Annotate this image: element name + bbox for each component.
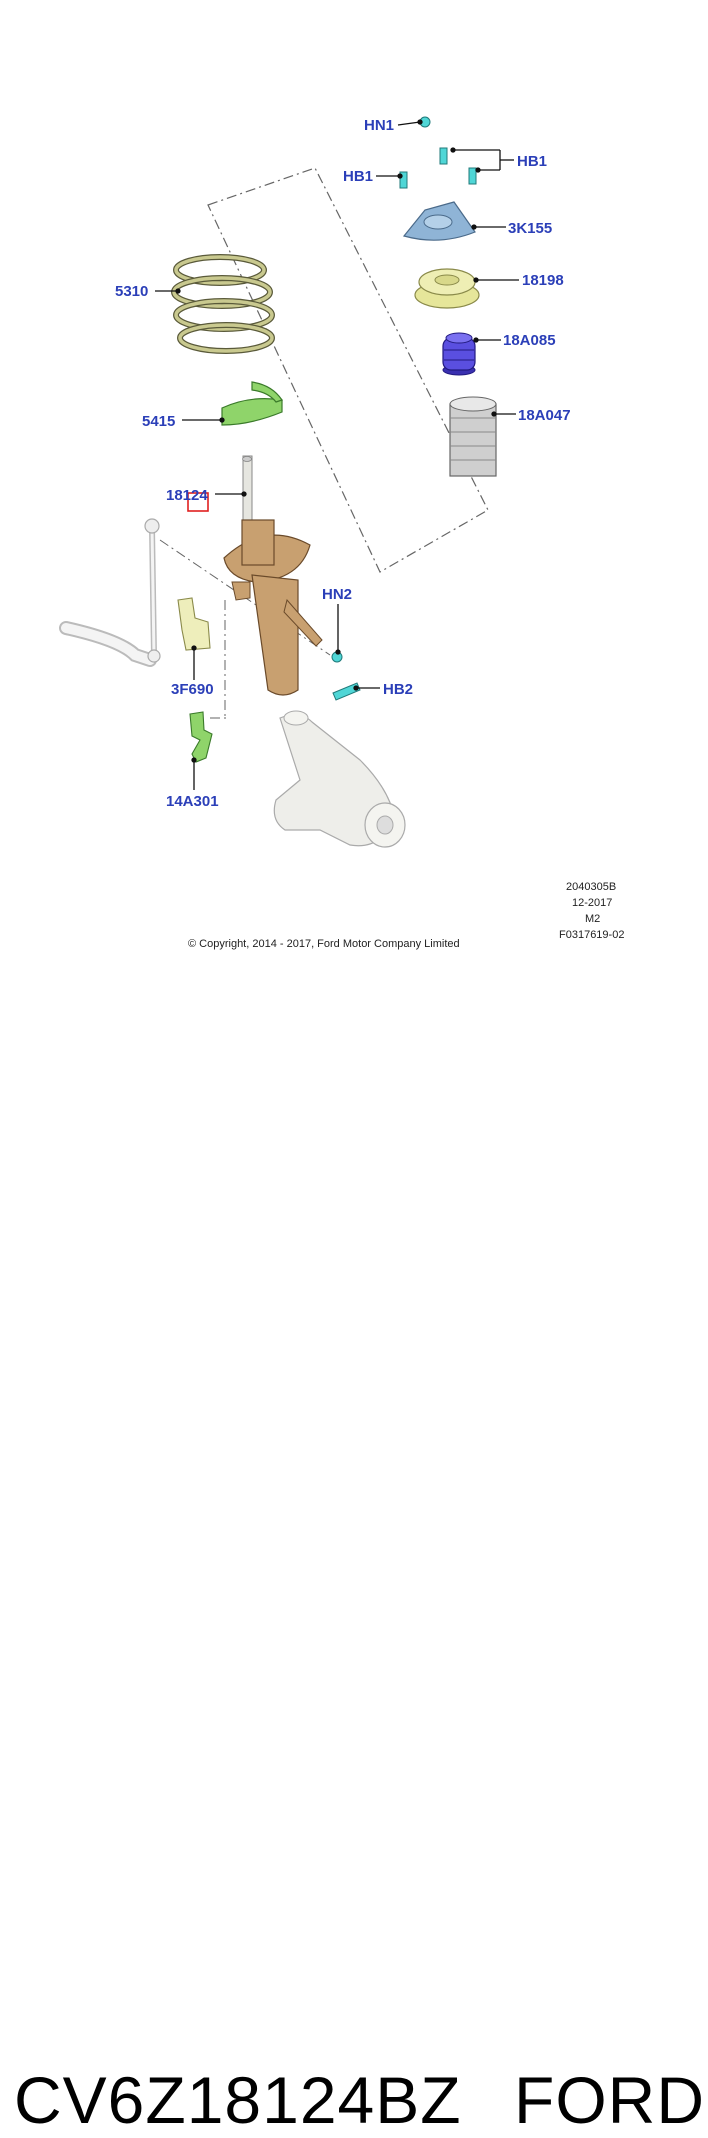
callout-18a085[interactable]: 18A085 (503, 332, 556, 349)
footer: CV6Z18124BZ FORD (0, 1000, 708, 2137)
illustration-date: 12-2017 (572, 897, 612, 909)
fastener-hb1-right-bottom (468, 167, 477, 185)
spring-seat (221, 381, 283, 426)
illustration-id: 2040305B (566, 881, 616, 893)
sensor-bracket (177, 597, 211, 651)
part-number: CV6Z18124BZ (14, 2063, 462, 2137)
upper-mount (402, 201, 476, 241)
strut-assembly (223, 455, 323, 696)
dust-boot (449, 396, 497, 477)
callout-5415[interactable]: 5415 (142, 413, 175, 430)
callout-hn1[interactable]: HN1 (364, 117, 394, 134)
callout-hn2[interactable]: HN2 (322, 586, 352, 603)
brand-name: FORD (514, 2063, 705, 2137)
callout-18a047[interactable]: 18A047 (518, 407, 571, 424)
callout-hb2[interactable]: HB2 (383, 681, 413, 698)
callout-hb1-right[interactable]: HB1 (517, 153, 547, 170)
exploded-strut-diagram: HN1 HB1 HB1 3K155 18198 18A085 18A047 53… (59, 116, 624, 950)
callout-3f690[interactable]: 3F690 (171, 681, 214, 698)
stabilizer-bar (59, 518, 161, 667)
callout-18124[interactable]: 18124 (166, 487, 208, 504)
callout-3k155[interactable]: 3K155 (508, 220, 552, 237)
callout-14a301[interactable]: 14A301 (166, 793, 219, 810)
callout-5310[interactable]: 5310 (115, 283, 148, 300)
coil-spring (171, 254, 275, 354)
callout-hb1-left[interactable]: HB1 (343, 168, 373, 185)
bump-stop (442, 332, 476, 376)
callout-18198[interactable]: 18198 (522, 272, 564, 289)
illustration-revision: M2 (585, 913, 600, 925)
steering-knuckle (273, 710, 406, 848)
copyright-notice: © Copyright, 2014 - 2017, Ford Motor Com… (188, 938, 460, 950)
fastener-hb1-left (399, 171, 408, 189)
bearing (414, 268, 480, 309)
highlight-box (187, 492, 209, 512)
assembly-outline (207, 167, 489, 573)
figure-id: F0317619-02 (559, 929, 624, 941)
hose-bracket (189, 711, 213, 763)
fastener-hb2 (332, 682, 361, 701)
fastener-hb1-right-top (439, 147, 448, 165)
leader-lines (155, 119, 519, 790)
